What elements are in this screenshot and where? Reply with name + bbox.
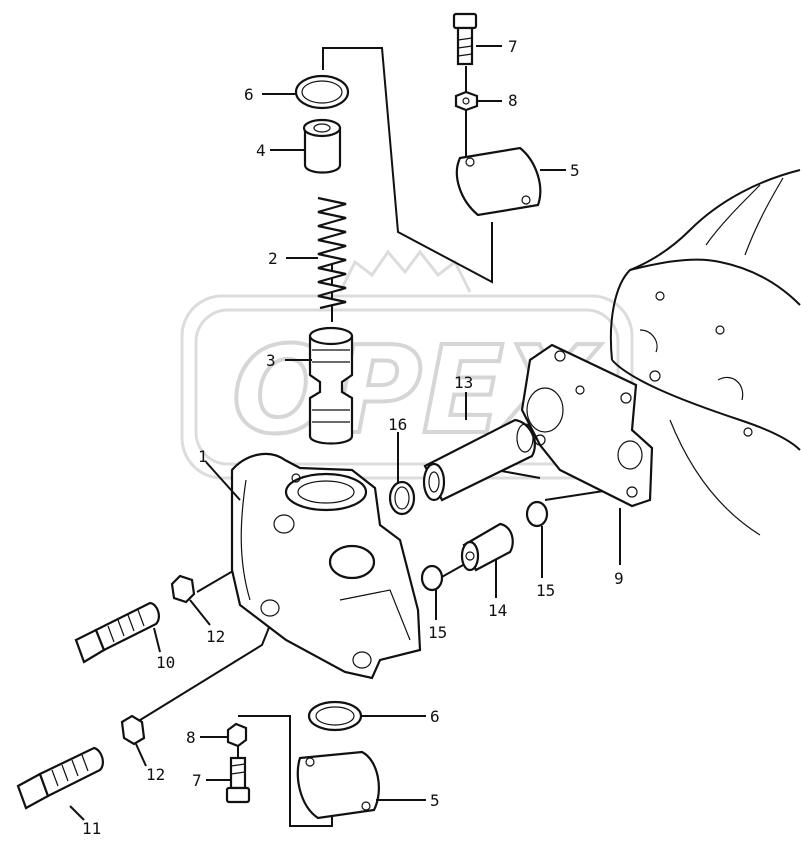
label-part-3: 3 bbox=[266, 351, 276, 370]
piston-14 bbox=[460, 522, 514, 572]
bolt-7-top bbox=[452, 12, 478, 66]
spool-3 bbox=[308, 326, 354, 445]
sleeve-4 bbox=[302, 118, 342, 174]
valve-body-1 bbox=[230, 452, 422, 680]
label-part-7-top: 7 bbox=[508, 37, 518, 56]
o-ring-15-right bbox=[525, 500, 549, 528]
cover-plate-5-top bbox=[455, 146, 542, 217]
part-labels: 6 4 2 3 7 8 5 13 16 1 9 15 15 14 12 10 1… bbox=[82, 37, 624, 838]
label-part-15-left: 15 bbox=[428, 623, 447, 642]
label-part-5-top: 5 bbox=[570, 161, 580, 180]
o-ring-6-bot bbox=[307, 700, 363, 732]
o-ring-16 bbox=[388, 480, 416, 516]
label-part-12-top: 12 bbox=[206, 627, 225, 646]
callout-lines bbox=[69, 45, 621, 821]
piston-13 bbox=[422, 418, 536, 502]
plug-12-top bbox=[170, 574, 196, 604]
o-ring-15-left bbox=[420, 564, 444, 592]
bolt-7-bot bbox=[225, 756, 251, 804]
plate-9 bbox=[520, 343, 654, 508]
spring-2 bbox=[317, 196, 347, 310]
label-part-14: 14 bbox=[488, 601, 507, 620]
label-part-12-bot: 12 bbox=[146, 765, 165, 784]
transmission-case-outline bbox=[609, 169, 801, 536]
label-part-6-bot: 6 bbox=[430, 707, 440, 726]
label-part-8-bot: 8 bbox=[186, 728, 196, 747]
label-part-16: 16 bbox=[388, 415, 407, 434]
label-part-13: 13 bbox=[454, 373, 473, 392]
label-part-4: 4 bbox=[256, 141, 266, 160]
label-part-1: 1 bbox=[198, 447, 208, 466]
label-part-5-bot: 5 bbox=[430, 791, 440, 810]
label-part-8-top: 8 bbox=[508, 91, 518, 110]
o-ring-6-top bbox=[294, 74, 350, 110]
washer-8-top bbox=[454, 90, 479, 112]
label-part-7-bot: 7 bbox=[192, 771, 202, 790]
washer-8-bot bbox=[226, 722, 248, 748]
cover-plate-5-bot bbox=[296, 750, 380, 820]
label-part-6-top: 6 bbox=[244, 85, 254, 104]
label-part-2: 2 bbox=[268, 249, 278, 268]
label-part-9: 9 bbox=[614, 569, 624, 588]
label-part-15-right: 15 bbox=[536, 581, 555, 600]
plug-12-bot bbox=[120, 714, 146, 746]
label-part-10: 10 bbox=[156, 653, 175, 672]
label-part-11: 11 bbox=[82, 819, 101, 838]
screw-10 bbox=[74, 601, 160, 664]
screw-11 bbox=[16, 746, 104, 810]
